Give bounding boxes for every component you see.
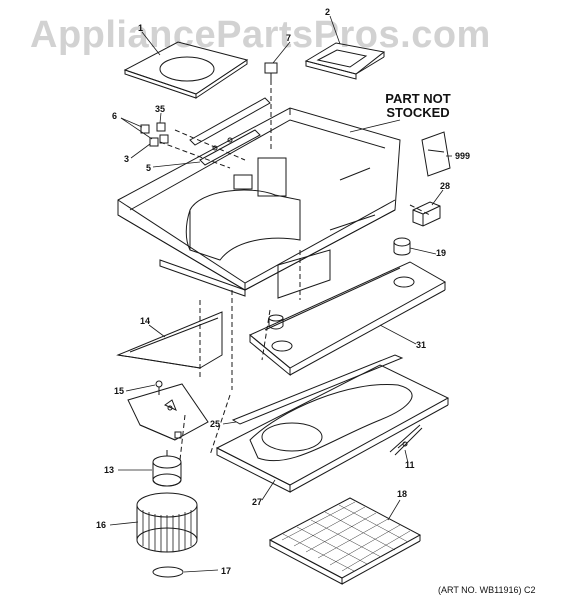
part-31-front-panel — [249, 261, 447, 377]
part-15-screw — [155, 380, 163, 395]
watermark-logo: AppliancePartsPros.com — [30, 14, 491, 56]
part-5-bracket — [189, 97, 271, 166]
callout-1: 1 — [138, 23, 144, 33]
part-2-damper — [304, 42, 386, 80]
part-7-clip — [264, 62, 278, 80]
part-not-stocked-line1: PART NOT — [385, 91, 451, 106]
callout-5: 5 — [146, 163, 152, 173]
part-1-top-plate — [123, 41, 249, 99]
part-27-bottom-pan — [215, 364, 450, 493]
callout-28: 28 — [440, 181, 451, 191]
callout-35: 35 — [155, 104, 166, 114]
callout-18: 18 — [397, 489, 408, 499]
callout-2: 2 — [325, 7, 331, 17]
motor-mount-plate — [127, 383, 209, 441]
part-17-washer — [152, 566, 184, 578]
art-number-reference: (ART NO. WB11916) C2 — [438, 585, 536, 595]
part-not-stocked-line2: STOCKED — [386, 105, 450, 120]
part-999-manual — [421, 131, 451, 177]
parts-6-35-3-fasteners — [140, 122, 169, 147]
callout-27: 27 — [252, 497, 263, 507]
part-18-filter — [268, 497, 422, 585]
callout-19: 19 — [436, 248, 447, 258]
callout-25: 25 — [210, 419, 221, 429]
callout-11: 11 — [405, 460, 415, 470]
part-13-motor — [152, 450, 182, 487]
callout-6: 6 — [112, 111, 118, 121]
callout-leader-lines — [109, 15, 452, 573]
callout-999: 999 — [455, 151, 471, 161]
part-28-switch — [412, 201, 441, 227]
callout-3: 3 — [124, 154, 130, 164]
part-14-channel — [116, 311, 223, 369]
callout-15: 15 — [114, 386, 125, 396]
callout-17: 17 — [221, 566, 232, 576]
callout-16: 16 — [96, 520, 107, 530]
part-16-blower-wheel — [136, 492, 198, 553]
callout-13: 13 — [104, 465, 115, 475]
part-11-wiring — [389, 424, 423, 456]
callout-31: 31 — [416, 340, 427, 350]
part-19-socket — [393, 237, 411, 256]
hood-body — [117, 107, 401, 299]
part-25-gasket — [231, 354, 404, 425]
part-not-stocked-note: PART NOT STOCKED — [378, 92, 458, 120]
callout-7: 7 — [286, 33, 292, 43]
callout-14: 14 — [140, 316, 151, 326]
